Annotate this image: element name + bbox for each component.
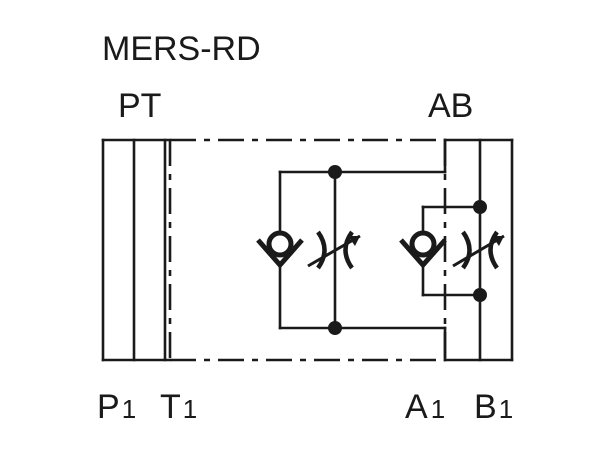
port-label-b1: B1 xyxy=(474,388,513,426)
junction-dot xyxy=(473,200,487,214)
junction-dot xyxy=(328,321,342,335)
port-label-pt: PT xyxy=(118,87,161,125)
diagram-title: MERS-RD xyxy=(102,30,261,68)
b-line-throttle-check xyxy=(421,205,482,297)
adjustable-throttle-icon xyxy=(452,230,505,270)
check-valve-icon xyxy=(399,230,447,269)
valve-housing xyxy=(101,138,514,362)
junction-dot xyxy=(473,288,487,302)
check-valve-icon xyxy=(256,230,304,269)
a-line-throttle-check xyxy=(278,138,447,362)
port-label-ab: AB xyxy=(428,87,473,125)
adjustable-throttle-icon xyxy=(307,230,361,270)
port-label-p1: P1 xyxy=(97,388,136,426)
port-label-t1: T1 xyxy=(160,388,197,426)
junction-dot xyxy=(328,165,342,179)
